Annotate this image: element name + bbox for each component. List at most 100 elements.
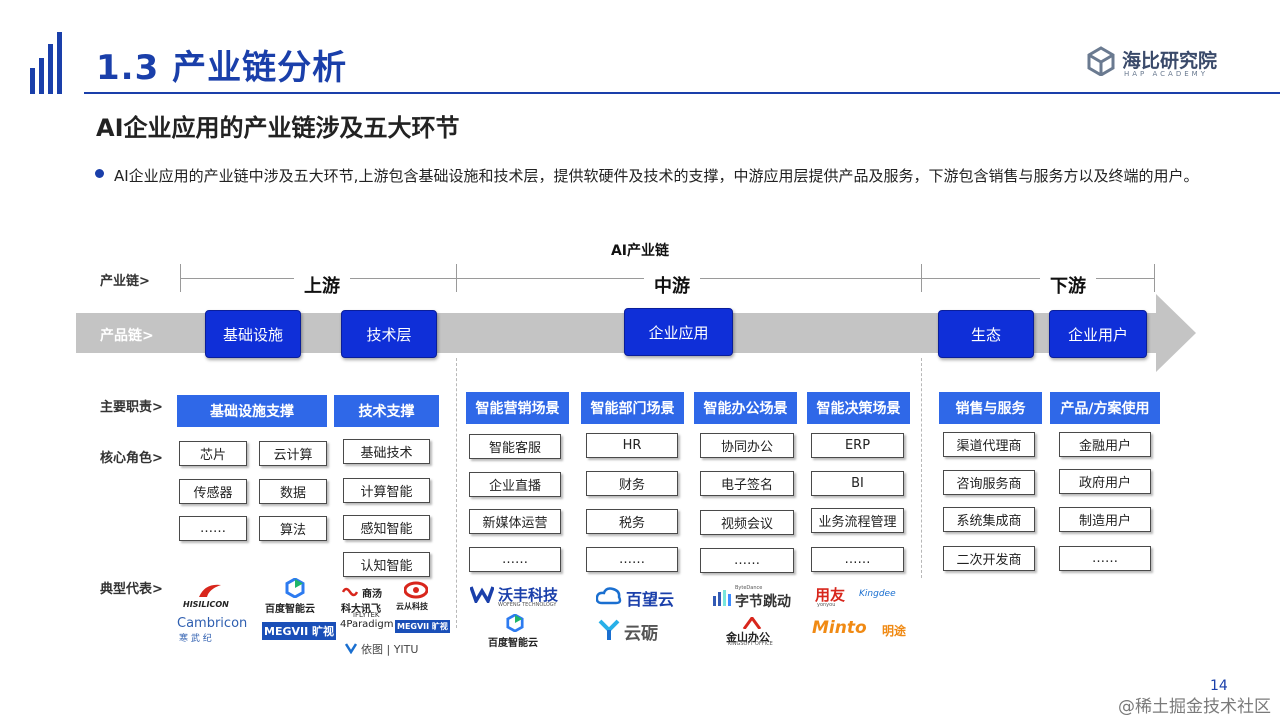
baidu-cloud-icon bbox=[285, 578, 305, 598]
label-chain: 产业链> bbox=[100, 274, 150, 289]
product-ecosystem: 生态 bbox=[938, 310, 1034, 358]
role-cell: 咨询服务商 bbox=[943, 470, 1035, 495]
role-cell: …… bbox=[811, 547, 904, 572]
duty-tech-support: 技术支撑 bbox=[334, 395, 439, 427]
stage-separator bbox=[456, 358, 457, 628]
wofeng-icon bbox=[470, 586, 494, 603]
baiwang-logo: 百望云 bbox=[596, 586, 680, 609]
duty-infrastructure-support: 基础设施支撑 bbox=[177, 395, 327, 427]
chain-tick bbox=[456, 264, 457, 292]
yitu-logo: 依图 | YITU bbox=[345, 641, 429, 656]
yunsuo-icon bbox=[598, 619, 620, 640]
product-enterprise-users: 企业用户 bbox=[1049, 310, 1147, 358]
label-role: 核心角色> bbox=[100, 451, 163, 466]
product-tech-layer: 技术层 bbox=[341, 310, 437, 358]
role-cell: …… bbox=[586, 547, 678, 572]
role-cell: 制造用户 bbox=[1059, 507, 1151, 532]
duty-product-usage: 产品/方案使用 bbox=[1050, 392, 1160, 424]
hisilicon-icon bbox=[199, 584, 221, 597]
role-cell: 认知智能 bbox=[343, 552, 430, 577]
role-cell: 税务 bbox=[586, 509, 678, 534]
hisilicon-logo: HISILICON bbox=[183, 583, 239, 611]
stage-midstream: 中游 bbox=[644, 272, 700, 298]
page-title: 1.3 产业链分析 bbox=[96, 48, 348, 88]
role-cell: HR bbox=[586, 433, 678, 458]
bytedance-icon bbox=[713, 590, 731, 606]
iflytek-logo: 科大讯飞 iFLYTEK bbox=[341, 604, 381, 619]
minto-logo: Minto 明途 bbox=[812, 618, 907, 638]
role-cell: …… bbox=[179, 516, 247, 541]
cube-icon bbox=[1087, 46, 1115, 76]
watermark: @稀土掘金技术社区 bbox=[1118, 697, 1271, 717]
role-cell: 算法 bbox=[259, 516, 327, 541]
yitu-icon bbox=[345, 643, 357, 654]
chain-tick bbox=[1154, 264, 1155, 292]
yunsuo-logo: 云砺 bbox=[598, 618, 670, 644]
cambricon-logo: Cambricon 寒 武 纪 bbox=[177, 616, 248, 644]
megvii-logo: MEGVII 旷视 bbox=[262, 622, 337, 640]
role-cell: 电子签名 bbox=[700, 471, 794, 496]
duty-sales-service: 销售与服务 bbox=[939, 392, 1042, 424]
title-bars-decoration bbox=[30, 32, 64, 94]
baidu-cloud-logo: 百度智能云 bbox=[265, 578, 327, 615]
role-cell: 金融用户 bbox=[1059, 432, 1151, 457]
sensetime-icon bbox=[342, 587, 358, 597]
role-cell: 传感器 bbox=[179, 479, 247, 504]
chain-tick bbox=[180, 264, 181, 292]
chain-tick bbox=[921, 264, 922, 292]
wofeng-logo: 沃丰科技 WOFENG TECHNOLOGY bbox=[470, 585, 564, 611]
chain-title: AI产业链 bbox=[610, 243, 670, 259]
role-cell: 芯片 bbox=[179, 441, 247, 466]
duty-department-scene: 智能部门场景 bbox=[581, 392, 684, 424]
product-enterprise-app: 企业应用 bbox=[624, 308, 733, 356]
stage-upstream: 上游 bbox=[294, 272, 350, 298]
role-cell: 二次开发商 bbox=[943, 546, 1035, 571]
role-cell: 政府用户 bbox=[1059, 469, 1151, 494]
yuncong-icon bbox=[404, 581, 428, 599]
duty-office-scene: 智能办公场景 bbox=[694, 392, 797, 424]
role-cell: 智能客服 bbox=[469, 434, 561, 459]
product-infrastructure: 基础设施 bbox=[205, 310, 301, 358]
label-duty: 主要职责> bbox=[100, 400, 163, 415]
stage-separator bbox=[921, 358, 922, 578]
bytedance-logo: ByteDance 字节跳动 bbox=[713, 585, 793, 610]
title-divider bbox=[84, 92, 1280, 94]
role-cell: 渠道代理商 bbox=[943, 432, 1035, 457]
role-cell: 企业直播 bbox=[469, 472, 561, 497]
role-cell: ERP bbox=[811, 433, 904, 458]
role-cell: 基础技术 bbox=[343, 439, 430, 464]
role-cell: 计算智能 bbox=[343, 478, 430, 503]
megvii-small-logo: MEGVII 旷视 bbox=[395, 620, 450, 633]
role-cell: 业务流程管理 bbox=[811, 508, 904, 533]
label-product: 产品链> bbox=[100, 328, 154, 344]
duty-marketing-scene: 智能营销场景 bbox=[466, 392, 569, 424]
baidu-cloud-logo-2: 百度智能云 bbox=[488, 614, 544, 649]
cloud-icon bbox=[596, 587, 622, 605]
role-cell: 感知智能 bbox=[343, 515, 430, 540]
role-cell: 新媒体运营 bbox=[469, 509, 561, 534]
role-cell: 云计算 bbox=[259, 441, 327, 466]
bullet-dot bbox=[95, 169, 104, 178]
logo-subtitle: HAP ACADEMY bbox=[1124, 70, 1208, 78]
kingsoft-logo: 金山办公 KINGSOFT OFFICE bbox=[724, 617, 780, 647]
stage-downstream: 下游 bbox=[1040, 272, 1096, 298]
role-cell: 协同办公 bbox=[700, 433, 794, 458]
page-number: 14 bbox=[1210, 678, 1228, 694]
role-cell: …… bbox=[469, 547, 561, 572]
hap-academy-logo: 海比研究院 HAP ACADEMY bbox=[1086, 44, 1256, 84]
role-cell: 视频会议 bbox=[700, 510, 794, 535]
kingsoft-icon bbox=[742, 617, 762, 629]
duty-decision-scene: 智能决策场景 bbox=[807, 392, 910, 424]
yonyou-kingdee-logo: 用友 yonyou Kingdee bbox=[815, 586, 896, 608]
role-cell: 数据 bbox=[259, 479, 327, 504]
label-representative: 典型代表> bbox=[100, 582, 163, 597]
baidu-cloud-icon bbox=[506, 614, 524, 632]
4paradigm-logo: 4Paradigm bbox=[340, 619, 394, 630]
sensetime-logo: 商汤 bbox=[342, 585, 392, 600]
yuncong-logo: 云从科技 bbox=[396, 581, 438, 613]
role-cell: 系统集成商 bbox=[943, 507, 1035, 532]
role-cell: …… bbox=[1059, 546, 1151, 571]
role-cell: 财务 bbox=[586, 471, 678, 496]
role-cell: …… bbox=[700, 548, 794, 573]
logo-name: 海比研究院 bbox=[1122, 50, 1218, 72]
